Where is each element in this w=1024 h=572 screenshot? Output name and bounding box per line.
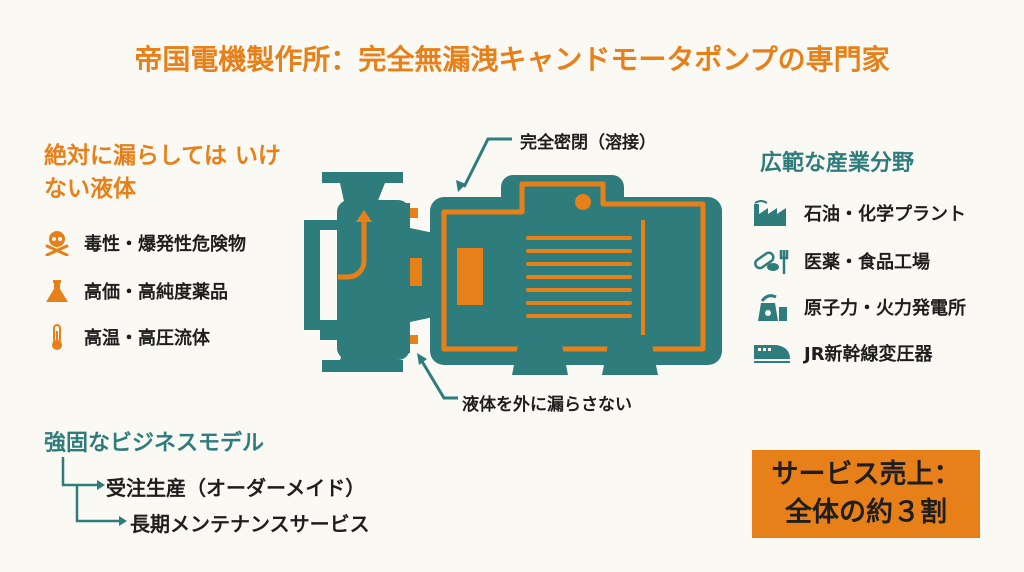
liquid-label: 高温・高圧流体 [84, 328, 210, 349]
business-item: 受注生産（オーダーメイド） [106, 476, 366, 500]
liquid-item: 高価・高純度薬品 [44, 278, 228, 304]
industry-label: 医薬・食品工場 [804, 252, 930, 273]
no-leak-label: 液体を外に漏らさない [462, 395, 632, 415]
service-revenue-line2: 全体の約３割 [785, 497, 947, 528]
industry-label: 原子力・火力発電所 [804, 298, 966, 319]
industry-item: 医薬・食品工場 [752, 248, 930, 274]
flask-icon [46, 280, 68, 302]
industries-heading: 広範な産業分野 [760, 151, 915, 176]
liquid-label: 高価・高純度薬品 [84, 282, 228, 303]
skull-icon [45, 231, 69, 256]
industry-item: JR新幹線変圧器 [752, 340, 933, 366]
industry-item: 石油・化学プラント [752, 200, 966, 226]
canned-motor-pump-diagram [304, 137, 722, 400]
liquid-item: 高温・高圧流体 [44, 323, 210, 351]
service-revenue-line1: サービス売上： [771, 459, 961, 490]
service-revenue-box: サービス売上： 全体の約３割 [752, 450, 980, 538]
industry-label: JR新幹線変圧器 [804, 344, 933, 365]
business-item: 長期メンテナンスサービス [130, 512, 370, 536]
liquids-heading: 絶対に漏らしては いけない液体 [44, 143, 281, 202]
bullet-train-icon [754, 345, 790, 363]
industry-item: 原子力・火力発電所 [752, 293, 966, 321]
pill-fork-icon [754, 250, 789, 274]
thermometer-icon [52, 324, 62, 350]
liquid-item: 毒性・爆発性危険物 [44, 230, 246, 256]
industry-label: 石油・化学プラント [804, 204, 966, 225]
business-arrows [61, 457, 127, 526]
business-heading: 強固なビジネスモデル [44, 431, 265, 456]
page-title: 帝国電機製作所：完全無漏洩キャンドモータポンプの専門家 [134, 43, 890, 76]
power-plant-icon [758, 294, 787, 321]
factory-icon [754, 200, 786, 226]
liquid-label: 毒性・爆発性危険物 [84, 234, 246, 255]
sealed-label: 完全密閉（溶接） [520, 133, 656, 153]
